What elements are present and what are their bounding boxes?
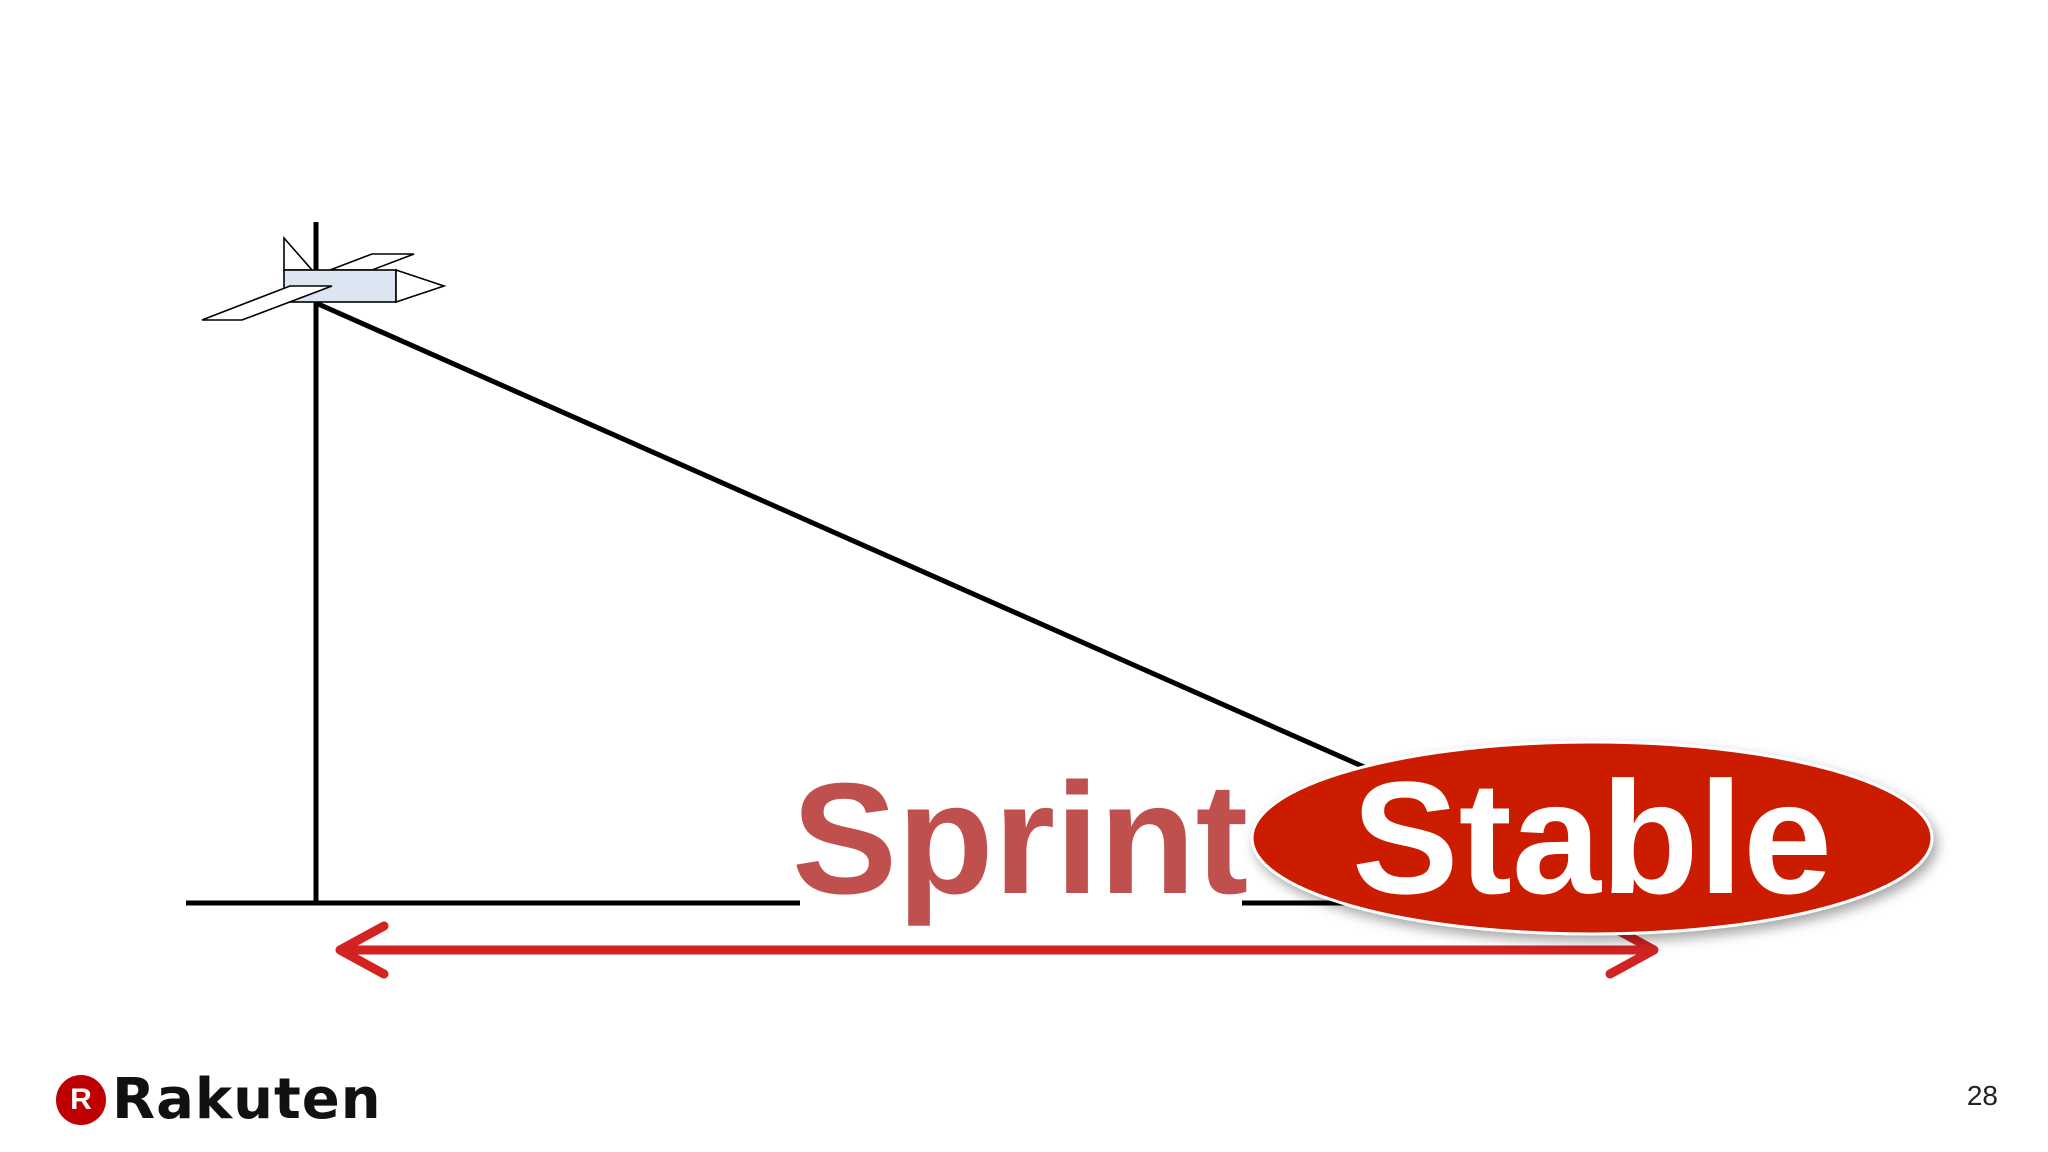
glide-path-line (314, 300, 1400, 785)
rakuten-logo: R Rakuten (56, 1068, 382, 1132)
stable-label: Stable (1352, 748, 1832, 927)
stable-ellipse (1250, 740, 1934, 936)
double-arrow-icon (335, 921, 1659, 979)
logo-text: Rakuten (112, 1067, 382, 1132)
sprint-label: Sprint (792, 751, 1248, 927)
page-number: 28 (1966, 1080, 1998, 1111)
stable-badge: Stable (1250, 740, 1934, 936)
logo-mark-icon: R (56, 1075, 106, 1125)
plane-icon (201, 235, 447, 321)
